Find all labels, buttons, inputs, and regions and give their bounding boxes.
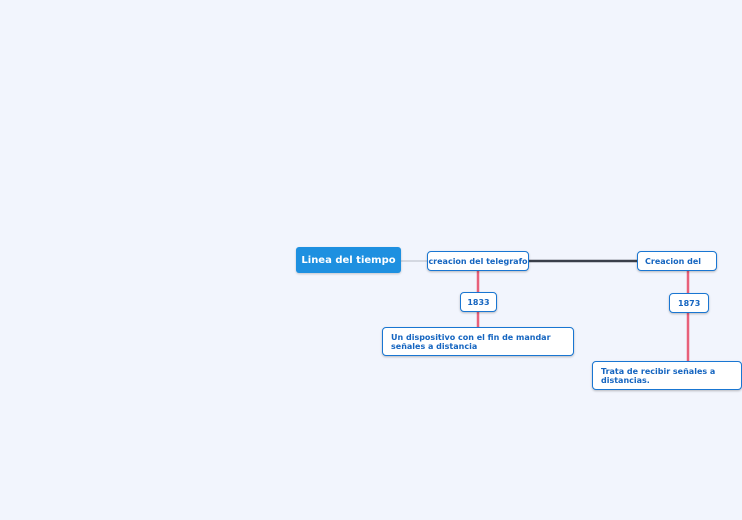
mind-map-canvas: Linea del tiempo creacion del telegrafo … bbox=[296, 247, 742, 390]
year-node-1833[interactable]: 1833 bbox=[460, 292, 497, 312]
topic-creacion[interactable]: Creacion del bbox=[637, 251, 717, 271]
connector-lines bbox=[401, 259, 690, 362]
description-node-telegrafo[interactable]: Un dispositivo con el fin de mandar seña… bbox=[382, 327, 574, 356]
year-node-1873[interactable]: 1873 bbox=[669, 293, 709, 313]
description-node-creacion[interactable]: Trata de recibir señales a distancias. bbox=[592, 361, 742, 390]
root-topic[interactable]: Linea del tiempo bbox=[296, 247, 401, 273]
topic-telegrafo[interactable]: creacion del telegrafo bbox=[427, 251, 529, 271]
